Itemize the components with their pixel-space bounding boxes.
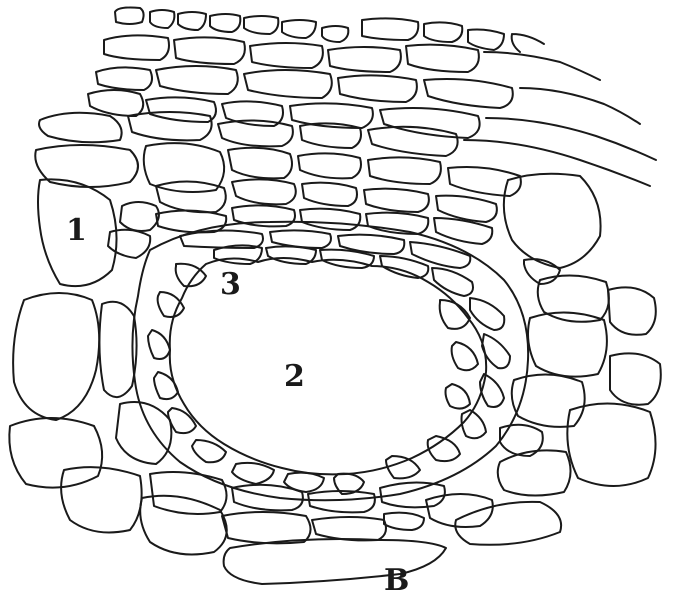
- cell: [504, 174, 601, 268]
- cell: [244, 70, 332, 98]
- cell: [312, 517, 386, 540]
- cell: [232, 485, 303, 511]
- cell: [13, 293, 99, 420]
- cell: [512, 34, 544, 52]
- cell: [362, 18, 418, 40]
- ring-cell: [480, 374, 504, 407]
- cell: [426, 494, 493, 527]
- cell: [224, 539, 446, 584]
- label-three: 3: [220, 270, 241, 300]
- ring-cell: [432, 268, 473, 296]
- cells-top-rows: [39, 8, 656, 187]
- cell: [484, 52, 600, 80]
- cell: [298, 153, 361, 178]
- cell: [210, 14, 240, 32]
- cell: [468, 30, 504, 51]
- ring-cell: [158, 292, 184, 317]
- cell: [39, 113, 122, 142]
- cavity-wall: [170, 258, 486, 474]
- cell: [448, 167, 521, 196]
- ring-cell: [410, 242, 470, 268]
- ring-cell: [192, 440, 226, 462]
- ring-cell: [446, 384, 471, 409]
- cell: [96, 67, 152, 90]
- cell: [424, 22, 462, 42]
- label-one: 1: [66, 216, 87, 246]
- cell: [146, 97, 216, 122]
- cell: [368, 157, 441, 184]
- cell: [464, 140, 650, 186]
- cell: [150, 10, 174, 28]
- cell: [380, 108, 480, 138]
- ring-cell: [452, 342, 478, 370]
- cell: [120, 202, 159, 231]
- ring-cell: [232, 463, 274, 484]
- cell: [528, 312, 607, 376]
- cell: [322, 26, 348, 42]
- cell: [338, 75, 417, 102]
- cell: [250, 43, 323, 68]
- label-b: B: [384, 566, 409, 595]
- ring-cell: [462, 410, 487, 438]
- cells-middle-rows: [35, 143, 600, 286]
- cell: [9, 418, 102, 488]
- cell: [178, 12, 206, 30]
- cell: [500, 425, 543, 456]
- cell: [328, 47, 401, 72]
- cell: [384, 513, 424, 530]
- cell: [174, 37, 245, 64]
- cell: [364, 189, 429, 212]
- cell: [302, 183, 357, 206]
- cell: [61, 467, 142, 532]
- ring-cell: [148, 330, 170, 359]
- cells-bottom-rows: [9, 259, 660, 584]
- cell: [104, 35, 169, 60]
- cell: [424, 79, 513, 108]
- cell: [498, 450, 571, 495]
- cell: [222, 512, 311, 543]
- cell: [520, 88, 640, 124]
- ring-cell: [386, 456, 420, 478]
- cell: [244, 16, 278, 34]
- cell: [300, 209, 360, 230]
- ring-cell: [270, 230, 331, 248]
- label-two: 2: [284, 362, 305, 392]
- cell: [156, 181, 226, 212]
- ring-cell: [470, 298, 504, 330]
- cell: [228, 148, 292, 179]
- cell: [35, 145, 138, 187]
- cell: [512, 374, 585, 426]
- cell: [116, 402, 171, 464]
- cell: [282, 20, 316, 38]
- cell: [455, 502, 561, 545]
- ring-of-cells: [132, 222, 528, 501]
- cell: [610, 353, 661, 404]
- cell: [108, 230, 150, 258]
- cell: [128, 112, 212, 140]
- cell: [232, 179, 296, 204]
- cell: [115, 8, 144, 25]
- cell: [156, 66, 238, 94]
- cell: [99, 302, 136, 397]
- cell: [156, 210, 226, 232]
- cell: [88, 90, 143, 116]
- cell: [406, 45, 479, 72]
- cell: [608, 287, 656, 334]
- cell: [486, 118, 656, 160]
